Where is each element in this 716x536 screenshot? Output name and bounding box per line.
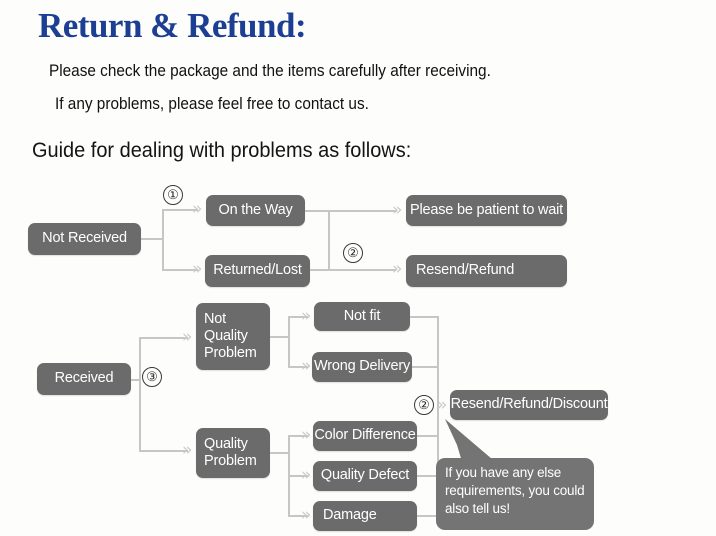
connector-to-wrong-delivery [288, 366, 308, 368]
connector-quality-out [270, 452, 290, 454]
callout-line-2: requirements, you could [445, 482, 585, 498]
connector-to-not-quality [139, 337, 188, 339]
connector-to-on-the-way [162, 209, 198, 211]
node-not-quality-problem[interactable]: Not Quality Problem [196, 303, 270, 370]
connector-to-not-fit [288, 316, 308, 318]
node-received[interactable]: Received [37, 363, 131, 395]
connector-not-fit-merge [410, 316, 439, 318]
callout-line-3: also tell us! [445, 500, 510, 516]
arrow-to-returned-lost: » [192, 259, 203, 279]
arrow-to-resend-refund-discount: » [437, 395, 448, 415]
intro-line-1: Please check the package and the items c… [49, 62, 491, 80]
arrow-to-damage: » [301, 505, 312, 525]
arrow-to-please-be-patient: » [392, 200, 403, 220]
node-not-quality-problem-line-3: Problem [204, 345, 257, 362]
node-on-the-way[interactable]: On the Way [206, 195, 305, 226]
connector-to-resend-refund [328, 269, 396, 271]
connector-on-the-way-out [305, 210, 397, 212]
node-not-received[interactable]: Not Received [28, 223, 141, 255]
node-quality-problem-line-1: Quality [204, 435, 248, 452]
connector-returned-lost-out [310, 269, 330, 271]
connector-returned-vertical [328, 210, 330, 271]
arrow-to-quality-defect: » [301, 465, 312, 485]
connector-not-quality-split [288, 316, 290, 367]
node-wrong-delivery[interactable]: Wrong Delivery [312, 352, 412, 382]
connector-damage-merge [417, 515, 439, 517]
connector-not-quality-out [270, 336, 290, 338]
connector-to-quality-defect [288, 475, 308, 477]
callout-bubble: If you have any else requirements, you c… [436, 458, 594, 530]
node-returned-lost[interactable]: Returned/Lost [205, 255, 310, 287]
arrow-to-on-the-way: » [192, 199, 203, 219]
connector-quality-defect-merge [417, 475, 439, 477]
connector-received-split [139, 337, 141, 452]
node-quality-defect[interactable]: Quality Defect [313, 461, 417, 491]
connector-to-returned-lost [162, 269, 198, 271]
connector-not-received-split [162, 209, 164, 271]
arrow-to-not-quality-problem: » [182, 327, 193, 347]
connector-merge-rail [437, 316, 439, 516]
guide-heading: Guide for dealing with problems as follo… [32, 139, 412, 162]
connector-to-color-difference [288, 435, 308, 437]
node-quality-problem-line-2: Problem [204, 453, 257, 469]
marker-two-top: ② [343, 243, 363, 263]
node-color-difference[interactable]: Color Difference [313, 421, 417, 451]
connector-not-received-out [140, 238, 164, 240]
node-not-quality-problem-line-2: Quality [204, 327, 248, 344]
node-resend-refund[interactable]: Resend/Refund [406, 255, 567, 287]
node-quality-problem[interactable]: Quality Problem [196, 428, 270, 478]
connector-to-quality [139, 450, 188, 452]
marker-three: ③ [142, 367, 162, 387]
arrow-to-wrong-delivery: » [301, 356, 312, 376]
node-please-be-patient[interactable]: Please be patient to wait [406, 195, 567, 226]
arrow-to-color-difference: » [301, 425, 312, 445]
node-not-fit[interactable]: Not fit [314, 302, 410, 331]
node-not-quality-problem-line-1: Not [204, 310, 226, 327]
node-damage[interactable]: Damage [313, 501, 417, 531]
connector-received-out [131, 379, 141, 381]
arrow-to-resend-refund: » [392, 259, 403, 279]
connector-wrong-delivery-merge [412, 366, 439, 368]
arrow-to-quality-problem: » [182, 440, 193, 460]
callout-line-1: If you have any else [445, 465, 562, 480]
node-resend-refund-discount[interactable]: Resend/Refund/Discount [450, 390, 608, 420]
intro-line-2: If any problems, please feel free to con… [55, 95, 369, 113]
connector-color-difference-merge [417, 435, 439, 437]
callout-tail-icon [445, 419, 499, 465]
arrow-to-not-fit: » [301, 306, 312, 326]
marker-one: ① [163, 185, 183, 205]
marker-two-bottom: ② [414, 395, 434, 415]
connector-to-damage [288, 515, 308, 517]
page-title: Return & Refund: [38, 6, 307, 45]
